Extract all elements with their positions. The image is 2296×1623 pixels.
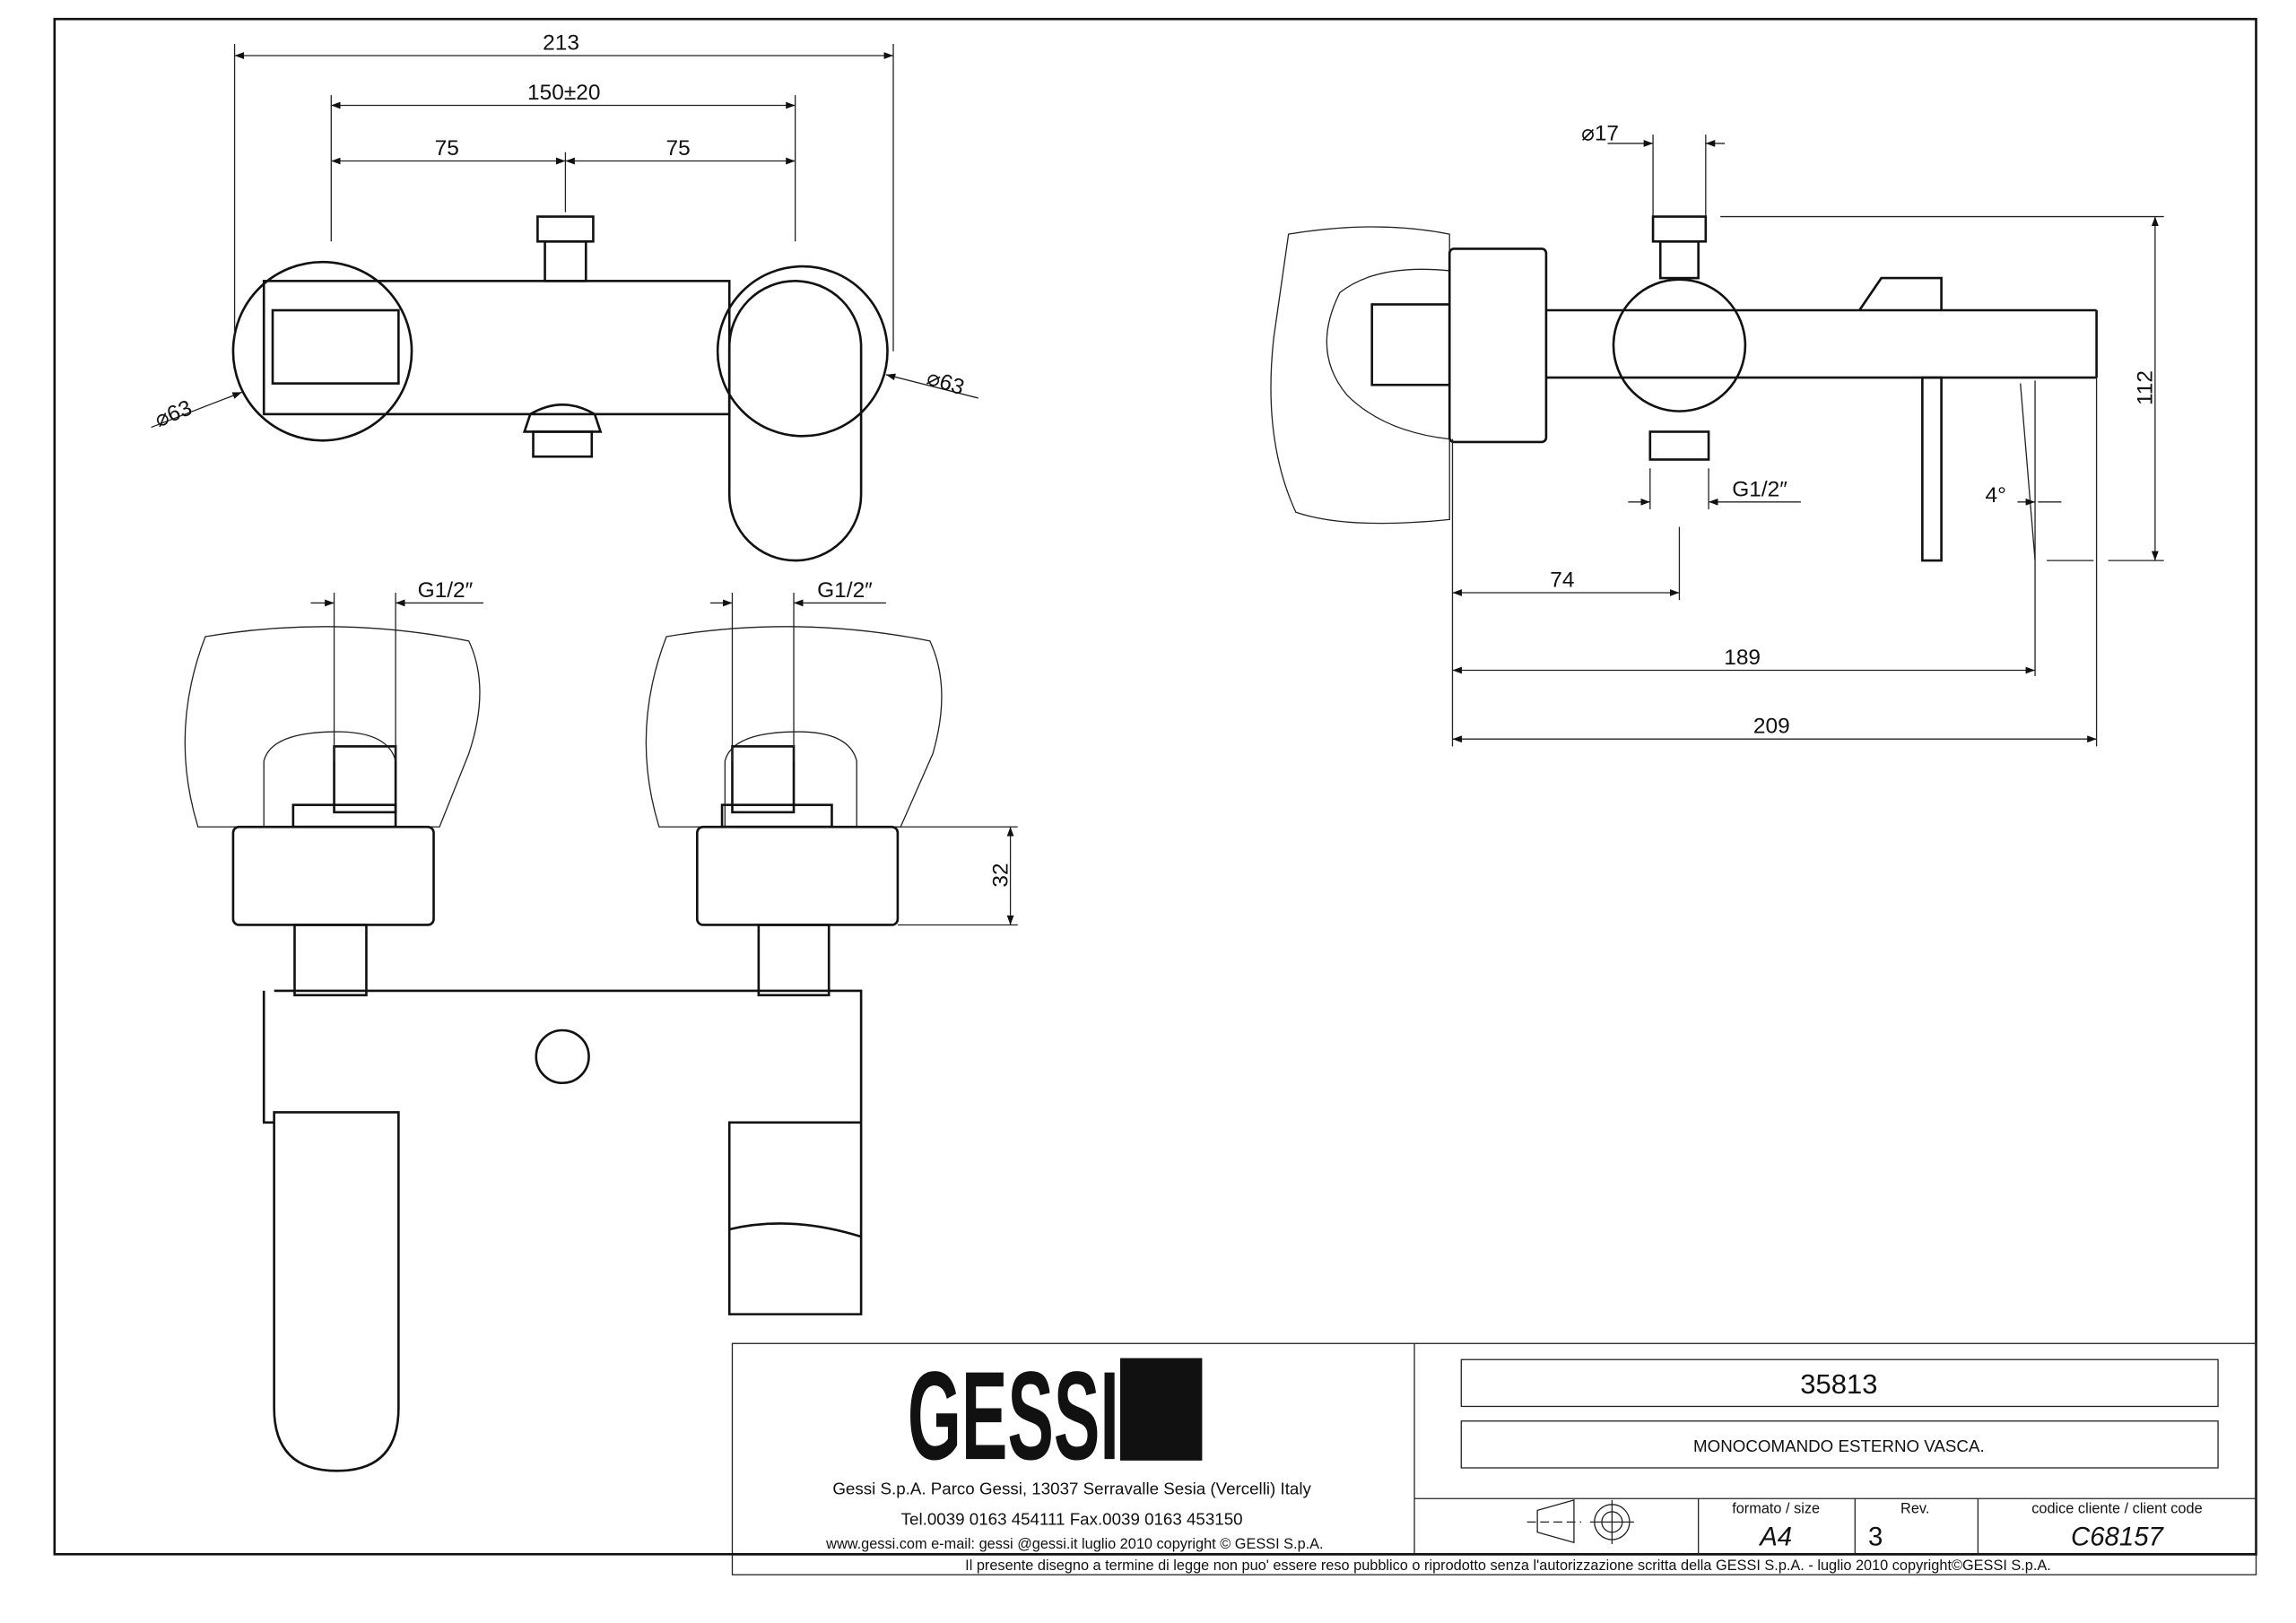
front-view: 213 150±20 75 75 ⌀63 ⌀63: [151, 30, 978, 562]
rev-value: 3: [1868, 1522, 1883, 1551]
dim-thread-side: G1/2″: [1732, 477, 1787, 501]
dim-209: 209: [1753, 715, 1790, 739]
dim-32: 32: [988, 863, 1013, 887]
dim-74: 74: [1550, 568, 1574, 592]
dim-angle-4: 4°: [1986, 483, 2006, 508]
format-label: formato / size: [1732, 1501, 1820, 1517]
plan-view: G1/2″ G1/2″ 32: [184, 578, 1018, 1472]
dim-dia-63-right: ⌀63: [924, 366, 967, 401]
dim-213: 213: [543, 30, 579, 55]
rev-label: Rev.: [1900, 1501, 1929, 1517]
company-address: Gessi S.p.A. Parco Gessi, 13037 Serraval…: [832, 1479, 1311, 1497]
dim-189: 189: [1724, 646, 1761, 670]
company-phone: Tel.0039 0163 454111 Fax.0039 0163 45315…: [901, 1510, 1243, 1529]
product-description: MONOCOMANDO ESTERNO VASCA.: [1693, 1436, 1985, 1455]
dim-thread-right: G1/2″: [817, 578, 873, 603]
dim-150: 150±20: [527, 81, 600, 105]
product-code: 35813: [1800, 1368, 1877, 1400]
dim-75-left: 75: [435, 136, 459, 161]
client-code-label: codice cliente / client code: [2031, 1501, 2202, 1517]
projection-symbol-icon: [1526, 1499, 1634, 1544]
client-code-value: C68157: [2071, 1522, 2165, 1551]
dim-112: 112: [2134, 370, 2158, 405]
side-view: ⌀17 112 G1/2″ 4° 74 189 209: [1270, 122, 2164, 747]
dim-dia-17: ⌀17: [1581, 122, 1619, 146]
title-block: GESSI Gessi S.p.A. Parco Gessi, 13037 Se…: [731, 1342, 2257, 1575]
svg-text:GESSI: GESSI: [908, 1346, 1119, 1487]
company-web: www.gessi.com e-mail: gessi @gessi.it lu…: [825, 1536, 1323, 1552]
dim-thread-left: G1/2″: [418, 578, 474, 603]
sheet-border: [53, 17, 2257, 1556]
format-value: A4: [1758, 1522, 1792, 1551]
disclaimer: Il presente disegno a termine di legge n…: [965, 1558, 2051, 1574]
dim-dia-63-left: ⌀63: [152, 395, 196, 432]
dim-75-right: 75: [665, 136, 690, 161]
gessi-logo: GESSI: [908, 1346, 1203, 1487]
